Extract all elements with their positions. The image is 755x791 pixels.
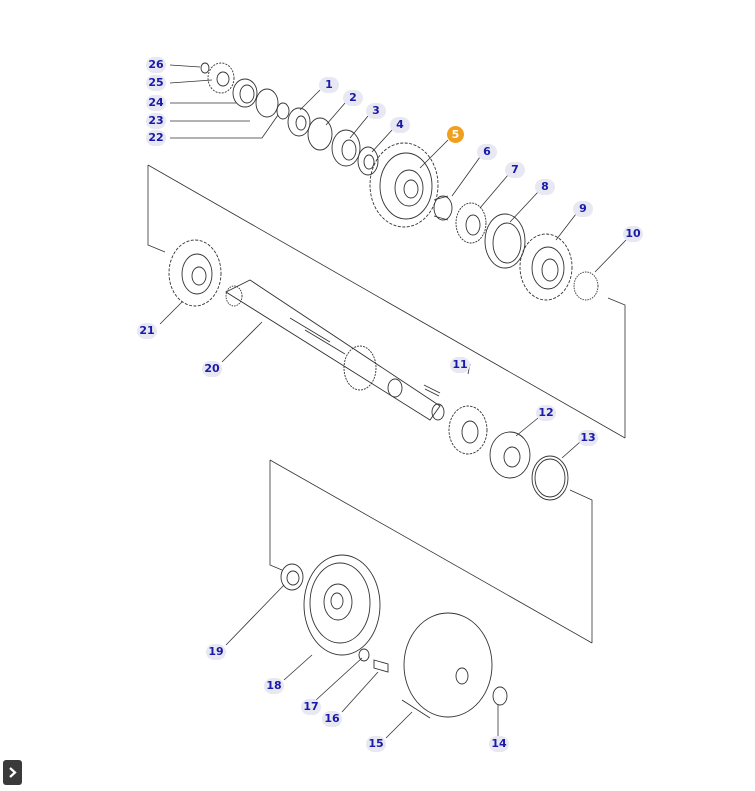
callout-8[interactable]: 8 <box>535 179 555 195</box>
callout-22[interactable]: 22 <box>146 130 166 146</box>
callout-17[interactable]: 17 <box>301 699 321 715</box>
callout-1[interactable]: 1 <box>319 77 339 93</box>
callout-4[interactable]: 4 <box>390 117 410 133</box>
callout-7[interactable]: 7 <box>505 162 525 178</box>
callout-25[interactable]: 25 <box>146 75 166 91</box>
callout-15[interactable]: 15 <box>366 736 386 752</box>
callout-26[interactable]: 26 <box>146 57 166 73</box>
callout-21[interactable]: 21 <box>137 323 157 339</box>
callout-12[interactable]: 12 <box>536 405 556 421</box>
callout-5[interactable]: 5 <box>447 126 464 143</box>
callout-6[interactable]: 6 <box>477 144 497 160</box>
callout-19[interactable]: 19 <box>206 644 226 660</box>
callout-16[interactable]: 16 <box>322 711 342 727</box>
frame-gear-group <box>147 165 166 253</box>
callout-10[interactable]: 10 <box>623 226 643 242</box>
callout-3[interactable]: 3 <box>366 103 386 119</box>
callout-18[interactable]: 18 <box>264 678 284 694</box>
callout-9[interactable]: 9 <box>573 201 593 217</box>
callout-23[interactable]: 23 <box>146 113 166 129</box>
callout-13[interactable]: 13 <box>578 430 598 446</box>
callout-20[interactable]: 20 <box>202 361 222 377</box>
callout-24[interactable]: 24 <box>146 95 166 111</box>
callout-11[interactable]: 11 <box>450 357 470 373</box>
chevron-right-icon <box>9 767 17 778</box>
callout-2[interactable]: 2 <box>343 90 363 106</box>
frame-cover-group <box>269 460 283 571</box>
callout-14[interactable]: 14 <box>489 736 509 752</box>
expand-panel-button[interactable] <box>3 760 22 785</box>
